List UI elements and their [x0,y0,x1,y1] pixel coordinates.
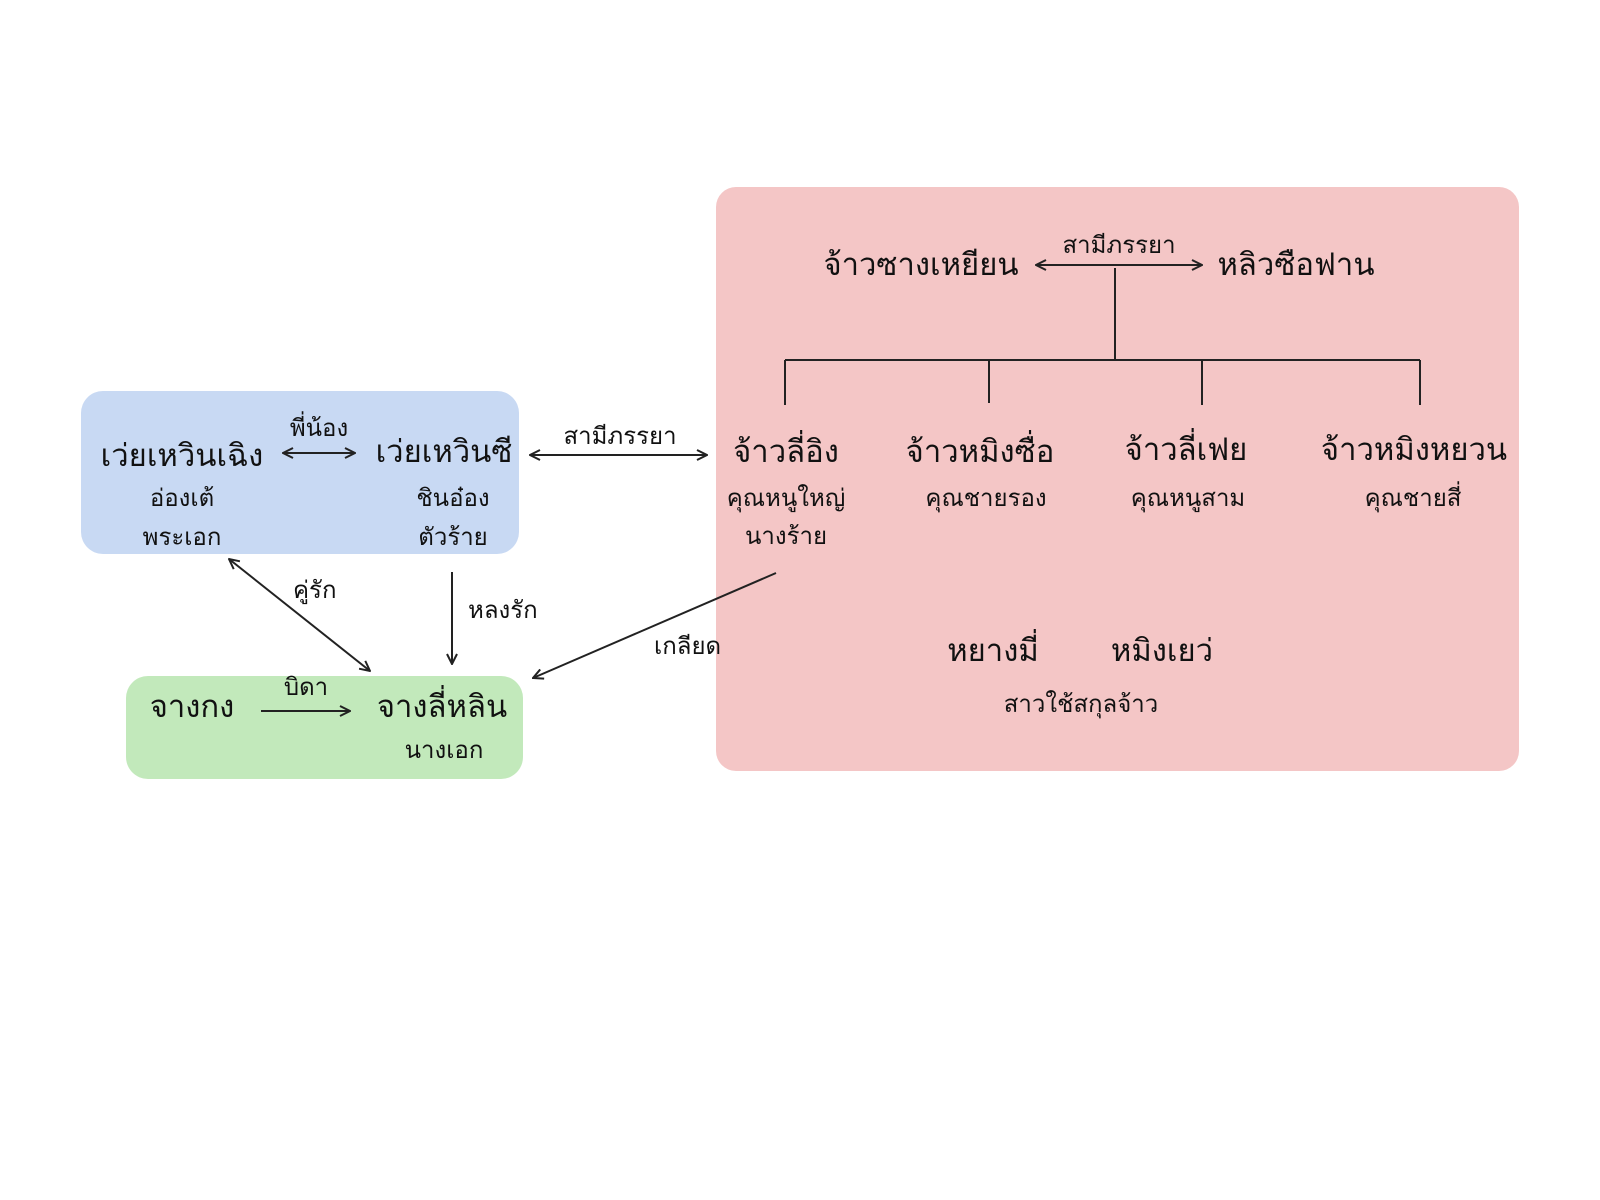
infatuated-label: หลงรัก [468,596,538,624]
spouse-parents-label: สามีภรรยา [1062,231,1176,259]
spouse-wei-zhao-label: สามีภรรยา [563,422,677,450]
wei-wencheng-name: เว่ยเหวินเฉิง [100,438,264,474]
zhao-liying-title: คุณหนูใหญ่ [726,484,846,512]
jiang-lilin-name: จางลี่หลิน [376,689,508,725]
servant-mingyue-name: หมิงเยว่ [1110,633,1214,669]
hates-arrow [533,572,777,678]
wei-family-panel [81,391,519,554]
lovers-arrow [229,559,370,671]
zhao-lifei-title: คุณหนูสาม [1130,484,1246,512]
wei-wenxi-alias: ชินอ๋อง [416,484,490,512]
zhao-mingyuan-title: คุณชายสี่ [1364,484,1462,512]
wei-wencheng-role: พระเอก [142,523,222,551]
zhao-liying-name: จ้าวลี่อิง [733,434,839,470]
jiang-lilin-role: นางเอก [404,736,484,764]
jiang-gong-name: จางกง [149,689,235,725]
father-of-label: บิดา [283,673,329,701]
liu-sifan-name: หลิวซือฟาน [1217,247,1375,283]
zhao-mingsi-name: จ้าวหมิงซื่อ [905,434,1055,470]
zhao-liying-role: นางร้าย [744,522,828,550]
zhao-lifei-name: จ้าวลี่เฟย [1124,432,1248,468]
wei-wencheng-alias: อ่องเต้ [149,484,215,512]
zhao-family-panel [716,187,1519,771]
siblings-label: พี่น้อง [289,414,349,442]
family-tree-connector [784,268,1421,405]
zhao-shangyan-name: จ้าวซางเหยียน [823,247,1019,283]
hates-label: เกลียด [654,632,722,660]
servants-caption: สาวใช้สกุลจ้าว [1003,690,1159,718]
servant-yangmi-name: หยางมี่ [947,633,1039,669]
zhao-mingyuan-name: จ้าวหมิงหยวน [1320,432,1508,468]
wei-wenxi-name: เว่ยเหวินซี [375,434,513,470]
zhao-mingsi-title: คุณชายรอง [925,484,1047,512]
jiang-family-panel [126,676,523,779]
lovers-label: คู่รัก [293,576,337,604]
wei-wenxi-role: ตัวร้าย [418,523,488,551]
